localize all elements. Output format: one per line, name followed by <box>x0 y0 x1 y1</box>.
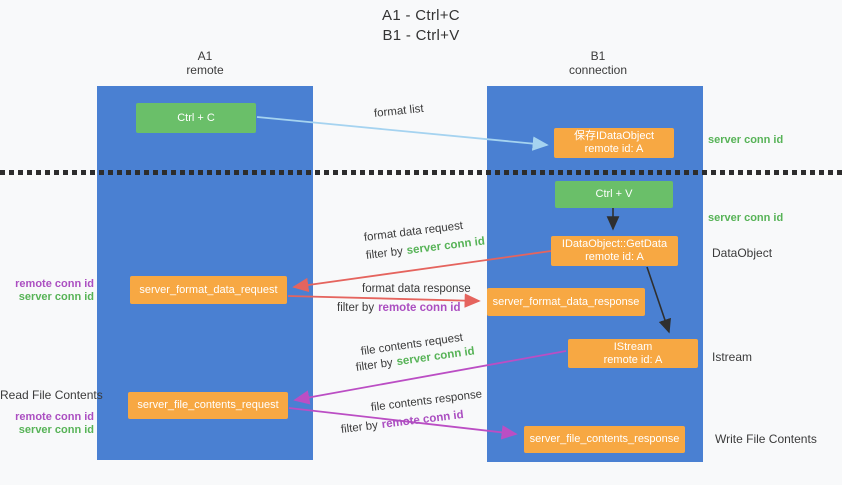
filter-by-text: filter by <box>340 419 379 436</box>
annotation-remote-conn-id-1: remote conn id <box>15 278 94 290</box>
node-server-file-contents-response: server_file_contents_response <box>524 426 685 453</box>
remote-conn-id-highlight: remote conn id <box>378 302 461 314</box>
diagram-title: A1 - Ctrl+C B1 - Ctrl+V <box>0 6 842 46</box>
annotation-server-conn-id-2: server conn id <box>708 212 784 224</box>
flow-label-format-data-response: format data response <box>362 283 471 295</box>
lane-a1-name: A1 <box>197 49 213 63</box>
node-save-dataobject-title: 保存IDataObject <box>573 130 655 142</box>
annotation-write-file-contents: Write File Contents <box>715 432 817 446</box>
node-ctrl-v: Ctrl + V <box>555 181 673 208</box>
annotation-remote-conn-id-2: remote conn id <box>15 411 94 423</box>
node-ctrl-v-label: Ctrl + V <box>595 188 633 200</box>
title-line-ctrl-c: A1 - Ctrl+C <box>382 7 460 24</box>
flow-label-filter-remote-1: filter by remote conn id <box>337 302 461 314</box>
node-getdata-title: IDataObject::GetData <box>561 238 668 250</box>
node-idataobject-getdata: IDataObject::GetData remote id: A <box>551 236 678 266</box>
node-format-request-label: server_format_data_request <box>139 283 278 296</box>
node-ctrl-c-label: Ctrl + C <box>177 111 215 124</box>
flow-label-file-contents-response: file contents response <box>370 388 483 414</box>
remote-conn-id-highlight: remote conn id <box>381 408 465 431</box>
lane-a1-role: remote <box>186 63 224 77</box>
node-save-dataobject: 保存IDataObject remote id: A <box>554 128 674 158</box>
node-server-format-data-request: server_format_data_request <box>130 276 287 304</box>
node-file-request-label: server_file_contents_request <box>137 399 279 411</box>
node-save-dataobject-subtitle: remote id: A <box>584 143 644 155</box>
session-separator-line <box>0 170 842 175</box>
format-data-response-text: format data response <box>362 283 471 295</box>
format-list-text: format list <box>373 102 425 120</box>
lane-b1-name: B1 <box>590 49 606 63</box>
node-istream: IStream remote id: A <box>568 339 698 368</box>
node-format-response-label: server_format_data_response <box>492 295 640 308</box>
annotation-read-file-contents: Read File Contents <box>0 388 103 402</box>
annotation-server-conn-id-3: server conn id <box>18 291 94 303</box>
node-file-response-label: server_file_contents_response <box>529 433 680 445</box>
node-ctrl-c: Ctrl + C <box>136 103 256 133</box>
node-server-format-data-response: server_format_data_response <box>487 288 645 316</box>
filter-by-text: filter by <box>355 356 394 374</box>
annotation-dataobject: DataObject <box>712 246 773 260</box>
node-istream-title: IStream <box>613 340 653 353</box>
filter-by-text: filter by <box>365 245 404 262</box>
flow-label-format-list: format list <box>373 103 424 120</box>
server-conn-id-highlight: server conn id <box>406 235 486 257</box>
file-contents-response-text: file contents response <box>370 388 483 414</box>
lane-b1-role: connection <box>568 63 628 77</box>
flow-label-filter-remote-2: filter by remote conn id <box>340 409 464 436</box>
filter-by-text: filter by <box>337 302 375 314</box>
lane-header-b1: B1 connection <box>538 49 658 77</box>
node-istream-subtitle: remote id: A <box>603 353 663 366</box>
annotation-istream: Istream <box>712 350 753 364</box>
annotation-server-conn-id-1: server conn id <box>708 134 784 146</box>
title-line-ctrl-v: B1 - Ctrl+V <box>382 27 460 44</box>
node-getdata-subtitle: remote id: A <box>585 251 644 263</box>
lane-header-a1: A1 remote <box>145 49 265 77</box>
node-server-file-contents-request: server_file_contents_request <box>128 392 288 419</box>
format-data-response-arrow <box>287 293 481 308</box>
annotation-server-conn-id-4: server conn id <box>18 424 94 436</box>
